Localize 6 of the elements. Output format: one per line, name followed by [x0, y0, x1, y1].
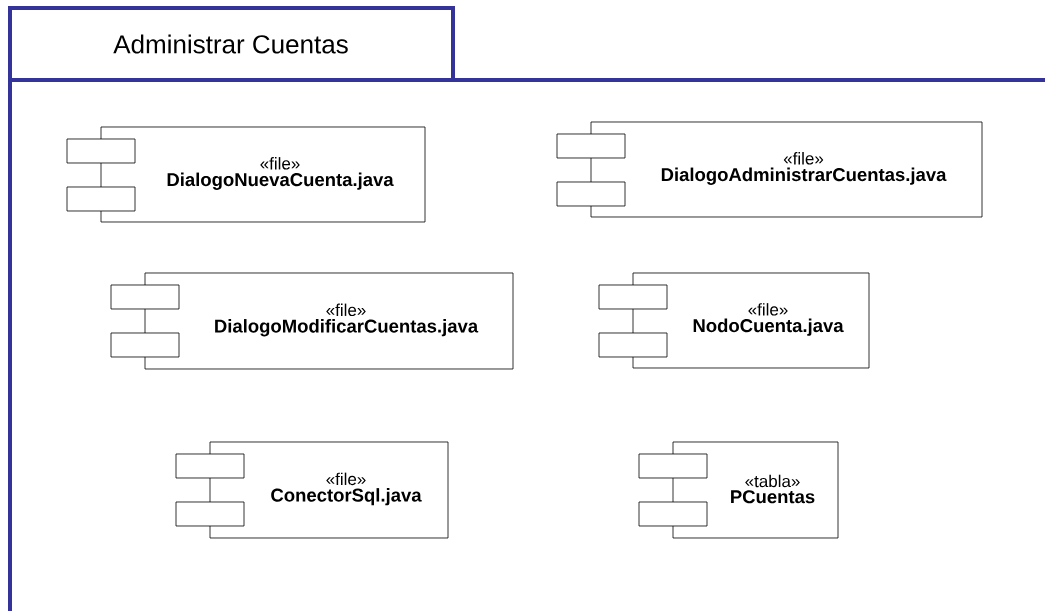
- component-box: «file» ConectorSql.java: [175, 441, 449, 539]
- component-box: «file» DialogoModificarCuentas.java: [110, 272, 514, 370]
- component-box: «file» DialogoNuevaCuenta.java: [66, 126, 426, 223]
- component-box: «tabla» PCuentas: [638, 441, 839, 539]
- component-box: «file» DialogoAdministrarCuentas.java: [556, 121, 983, 218]
- component-box: «file» NodoCuenta.java: [598, 272, 870, 369]
